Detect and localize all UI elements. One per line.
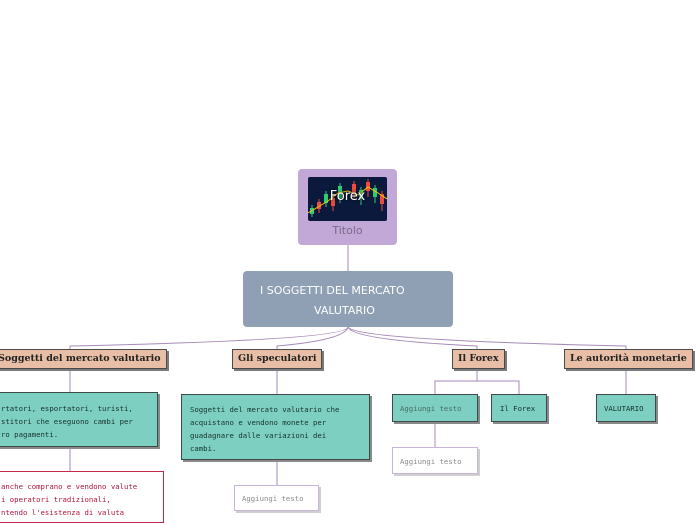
note-soggetti-banche[interactable]: anche comprano e vendono valute i operat…	[0, 471, 164, 523]
main-to-speculatori-connector	[276, 326, 349, 349]
branch-speculatori[interactable]: Gli speculatori	[232, 349, 323, 369]
branch-forex[interactable]: Il Forex	[452, 349, 505, 369]
branch-autorita[interactable]: Le autorità monetarie	[564, 349, 693, 369]
forex-image-label: Forex	[329, 189, 366, 204]
note-speculatori-add-text[interactable]: Aggiungi testo	[234, 485, 319, 511]
forex-fork-connector	[434, 370, 520, 394]
title-caption: Titolo	[332, 224, 363, 237]
note-autorita[interactable]: VALUTARIO	[596, 394, 656, 422]
main-to-soggetti-connector	[69, 326, 349, 349]
candlestick-chart-icon	[308, 179, 387, 217]
branch-soggetti[interactable]: Soggetti del mercato valutario	[0, 349, 167, 369]
main-topic-line1: I SOGGETTI DEL MERCATO	[260, 284, 405, 297]
main-topic[interactable]: I SOGGETTI DEL MERCATO VALUTARIO	[243, 271, 453, 327]
note-forex-add-teal[interactable]: Aggiungi testo	[392, 394, 478, 422]
note-forex-il-forex[interactable]: Il Forex	[491, 394, 547, 422]
main-to-autorita-connector	[347, 326, 627, 349]
note-forex-add-plain[interactable]: Aggiungi testo	[392, 447, 478, 474]
main-topic-line2: VALUTARIO	[314, 304, 375, 317]
note-speculatori[interactable]: Soggetti del mercato valutario che acqui…	[181, 394, 370, 460]
forex-thumbnail: Forex	[308, 177, 387, 221]
main-to-forex-connector	[347, 326, 478, 349]
note-soggetti[interactable]: rtatori, esportatori, turisti, stitori c…	[0, 392, 158, 447]
